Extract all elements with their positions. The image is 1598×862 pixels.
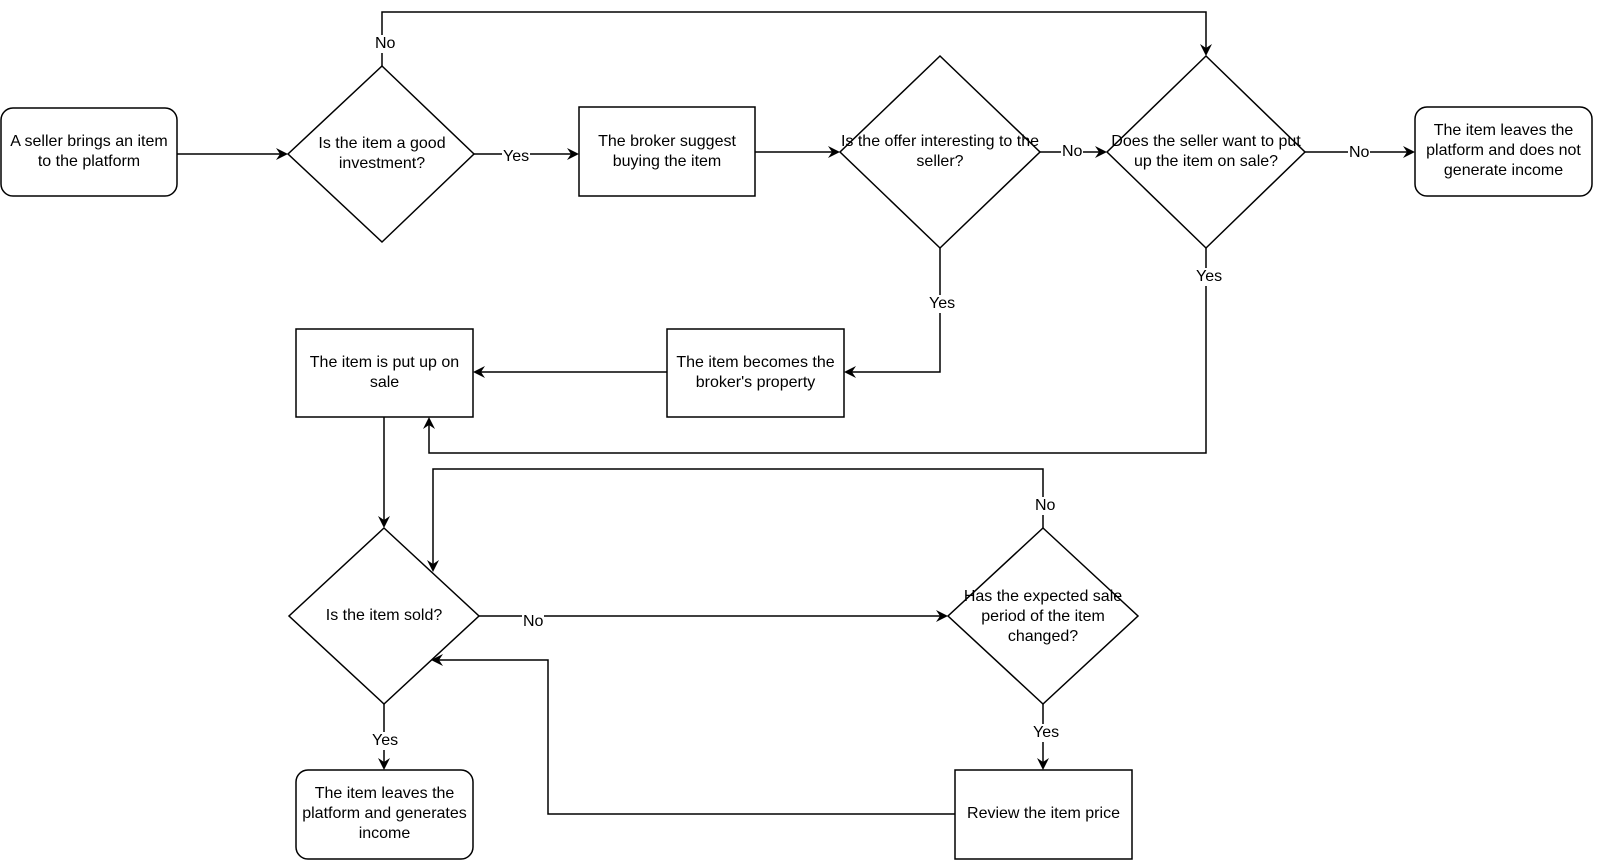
label-offer-yes: Yes	[928, 295, 957, 313]
edge-seller-want-sale-yes	[423, 248, 1207, 454]
node-good-investment-shape	[286, 64, 476, 244]
edge-review-price-to-item-sold	[431, 654, 955, 815]
label-seller-want-sale-yes: Yes	[1195, 268, 1224, 286]
node-leaves-no-income-shape	[1414, 106, 1593, 197]
node-item-sold-shape	[287, 526, 481, 706]
edge-offer-yes	[844, 248, 941, 378]
node-seller-want-sale-shape	[1105, 54, 1307, 250]
node-sale-period-changed-shape	[946, 526, 1140, 706]
label-item-sold-yes: Yes	[371, 732, 400, 750]
node-start-shape	[0, 107, 178, 197]
edge-sale-period-no	[427, 468, 1044, 572]
label-sale-period-yes: Yes	[1032, 724, 1061, 742]
node-offer-interesting-shape	[838, 54, 1042, 250]
node-broker-property-shape	[666, 328, 845, 418]
node-leaves-income-shape	[295, 769, 474, 860]
label-good-investment-no: No	[374, 35, 397, 53]
label-offer-no: No	[1061, 143, 1084, 161]
label-good-investment-yes: Yes	[502, 148, 531, 166]
edge-good-investment-no	[381, 11, 1212, 66]
node-put-on-sale-shape	[295, 328, 474, 418]
node-broker-suggest-shape	[578, 106, 756, 197]
label-sale-period-no: No	[1034, 497, 1057, 515]
node-review-price-shape	[954, 769, 1133, 860]
label-seller-want-sale-no: No	[1348, 144, 1371, 162]
label-item-sold-no: No	[522, 613, 545, 631]
